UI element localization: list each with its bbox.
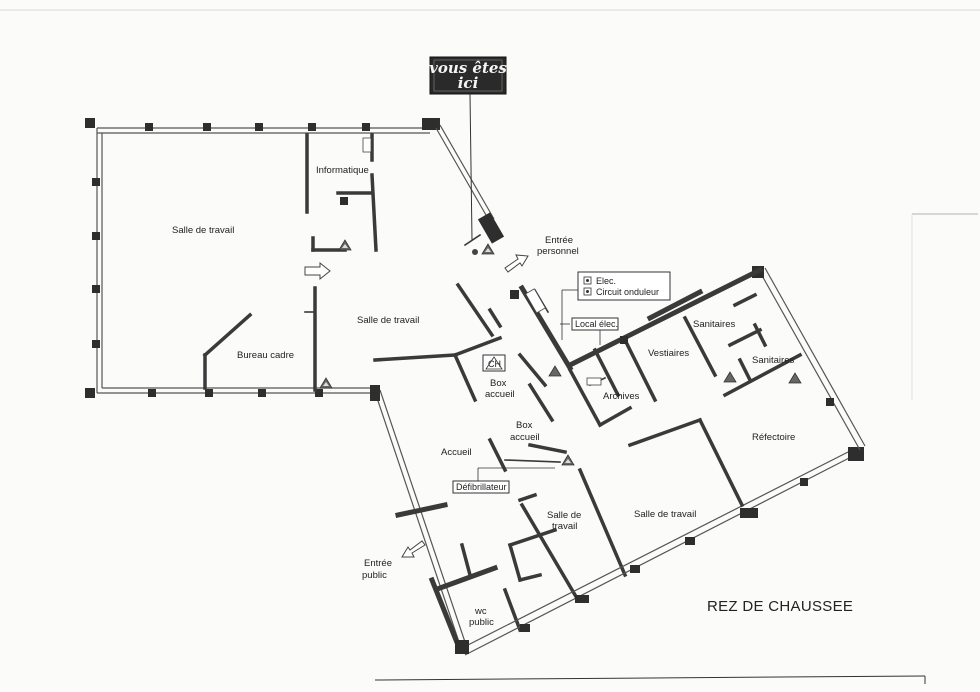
entrance-walls: [435, 124, 505, 247]
room-archives: Archives: [603, 391, 640, 402]
room-accueil: Accueil: [441, 447, 472, 458]
legend-onduleur: Circuit onduleur: [596, 287, 659, 297]
room-wc-public-line2: public: [469, 617, 494, 628]
arrow-right-icon: [304, 261, 331, 281]
warning-icon: [561, 454, 575, 466]
room-salle-travail-3-line2: travail: [552, 521, 577, 532]
local-elec-box: [571, 317, 619, 331]
ch-marker: CH: [482, 354, 506, 372]
room-vestiaires: Vestiaires: [648, 348, 689, 359]
room-sanitaires-1: Sanitaires: [693, 319, 735, 330]
ch-label: CH: [488, 359, 501, 369]
entrance-staff-line2: personnel: [537, 246, 579, 257]
entrance-staff-line1: Entrée: [545, 235, 573, 246]
room-labels: Informatique Salle de travail Salle de t…: [172, 165, 795, 628]
warning-icon: [548, 365, 562, 377]
room-bureau-cadre: Bureau cadre: [237, 350, 294, 361]
warning-icon: [723, 371, 737, 383]
you-are-here-line1: vous êtes: [429, 59, 507, 77]
extinguisher-icon: [472, 249, 478, 255]
room-wc-public-line1: wc: [474, 606, 487, 617]
room-informatique: Informatique: [316, 165, 369, 176]
central-walls: [370, 266, 866, 656]
entrance-arrow-icon: [504, 254, 529, 273]
map-title: REZ DE CHAUSSEE: [707, 598, 853, 615]
warning-icon: [319, 377, 333, 389]
room-refectoire: Réfectoire: [752, 432, 795, 443]
entrance-public-line2: public: [362, 570, 387, 581]
room-box-accueil-2-line2: accueil: [510, 432, 540, 443]
entrance-public-line1: Entrée: [364, 558, 392, 569]
defibrillator-label: Défibrillateur: [456, 482, 507, 492]
room-salle-travail-2: Salle de travail: [357, 315, 419, 326]
legend: Elec. Circuit onduleur: [561, 271, 671, 340]
defibrillator-box: [452, 480, 510, 494]
legend-elec: Elec.: [596, 276, 616, 286]
room-salle-travail-3-line1: Salle de: [547, 510, 581, 521]
public-entrance-arrow-icon: [401, 540, 426, 558]
local-elec-label: Local élec.: [575, 319, 618, 329]
you-are-here-line2: ici: [458, 74, 479, 92]
room-box-accueil-1-line1: Box: [490, 378, 507, 389]
room-box-accueil-2-line1: Box: [516, 420, 533, 431]
warning-icon: [481, 243, 495, 255]
you-are-here-sign: vous êtes ici: [429, 56, 507, 241]
room-box-accueil-1-line2: accueil: [485, 389, 515, 400]
room-sanitaires-2: Sanitaires: [752, 355, 794, 366]
west-wing-walls: [85, 118, 440, 398]
warning-icon: [338, 239, 352, 251]
warning-icon: [788, 372, 802, 384]
room-salle-travail-1: Salle de travail: [172, 225, 234, 236]
room-salle-travail-4: Salle de travail: [634, 509, 696, 520]
